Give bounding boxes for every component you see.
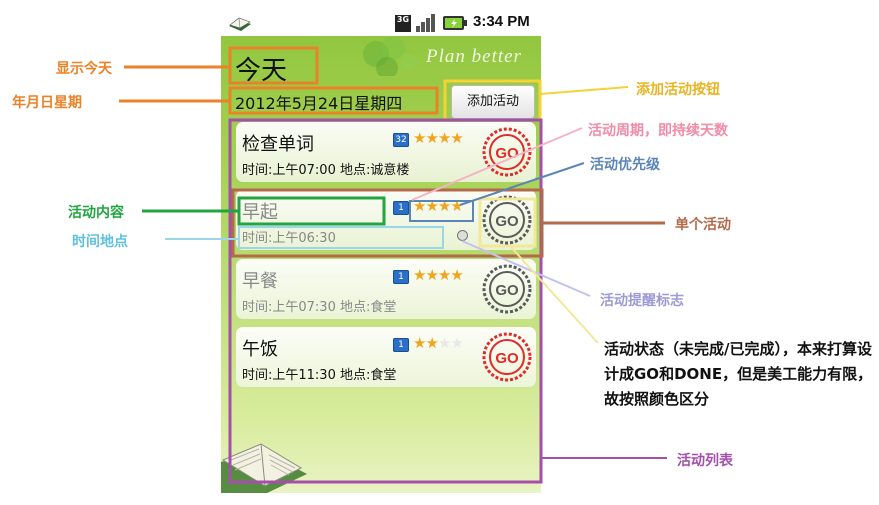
activity-item[interactable]: 午饭 时间:上午11:30 地点:食堂 1 ★★★★ GO <box>236 327 536 387</box>
go-status-stamp[interactable]: GO <box>482 332 532 382</box>
star-filled-icon: ★ <box>413 129 426 147</box>
activity-title: 早餐 <box>242 271 278 292</box>
go-status-stamp[interactable]: GO <box>482 264 532 314</box>
go-status-stamp[interactable]: GO <box>482 195 532 245</box>
battery-icon <box>443 16 467 30</box>
date-label: 2012年5月24日星期四 <box>235 94 403 113</box>
activity-time-location: 时间:上午11:30 地点:食堂 <box>242 368 397 383</box>
status-text: GO <box>495 350 519 367</box>
add-button-highlight-box <box>443 79 542 122</box>
star-filled-icon: ★ <box>425 334 438 352</box>
status-text: GO <box>495 213 519 230</box>
activity-duration-badge: 1 <box>393 338 409 352</box>
star-filled-icon: ★ <box>425 266 438 284</box>
priority-stars: ★★★★ <box>413 129 464 147</box>
priority-stars: ★★★★ <box>413 334 464 352</box>
priority-highlight-box <box>409 200 474 222</box>
label-activity-list: 活动列表 <box>677 453 733 469</box>
activity-title: 午饭 <box>242 339 278 360</box>
activity-item[interactable]: 检查单词 时间:上午07:00 地点:诚意楼 32 ★★★★ GO <box>236 122 536 182</box>
star-filled-icon: ★ <box>450 266 463 284</box>
star-filled-icon: ★ <box>450 129 463 147</box>
content-highlight-box <box>237 196 386 226</box>
label-activity-status: 活动状态（未完成/已完成），本来打算设计成GO和DONE，但是美工能力有限，故按… <box>604 340 873 408</box>
activity-item[interactable]: 早餐 时间:上午07:30 地点:食堂 1 ★★★★ GO <box>236 259 536 319</box>
label-show-today: 显示今天 <box>56 61 112 77</box>
star-empty-icon: ★ <box>437 334 451 352</box>
status-time: 3:34 PM <box>473 13 530 30</box>
today-title: 今天 <box>235 56 288 86</box>
activity-duration-badge: 1 <box>393 270 409 284</box>
activity-title: 检查单词 <box>242 134 314 155</box>
label-activity-priority: 活动优先级 <box>590 157 660 173</box>
time-location-highlight-box <box>238 226 444 249</box>
label-activity-content: 活动内容 <box>68 205 124 221</box>
clover-decoration <box>363 36 417 76</box>
status-highlight-box <box>478 197 537 248</box>
activity-title: 早起 <box>242 202 278 223</box>
signal-icon <box>416 14 435 32</box>
today-highlight-box <box>228 46 319 85</box>
3g-icon: 3G <box>395 15 411 32</box>
activity-time-location: 时间:上午07:00 地点:诚意楼 <box>242 163 410 178</box>
star-filled-icon: ★ <box>413 266 426 284</box>
label-single-activity: 单个活动 <box>675 217 731 233</box>
star-filled-icon: ★ <box>413 334 426 352</box>
activity-time-location: 时间:上午07:30 地点:食堂 <box>242 300 397 315</box>
activity-item[interactable]: 早起 时间:上午06:30 1 ★★★★ GO <box>236 190 536 250</box>
activity-list-highlight-box <box>228 118 543 484</box>
label-time-location: 时间地点 <box>72 234 128 250</box>
activity-duration-badge: 1 <box>393 201 409 215</box>
activity-time-location: 时间:上午06:30 <box>242 231 336 246</box>
star-empty-icon: ★ <box>450 334 463 352</box>
brand-logo: Plan better <box>426 46 522 67</box>
label-activity-period: 活动周期，即持续天数 <box>588 123 728 139</box>
star-filled-icon: ★ <box>437 266 451 284</box>
activity-duration-badge: 32 <box>393 133 409 147</box>
status-text: GO <box>495 282 519 299</box>
date-highlight-box <box>228 86 439 115</box>
priority-stars: ★★★★ <box>413 266 464 284</box>
label-add-activity-button: 添加活动按钮 <box>636 82 720 98</box>
label-ymd-week: 年月日星期 <box>12 95 82 111</box>
star-filled-icon: ★ <box>425 129 438 147</box>
star-filled-icon: ★ <box>437 129 451 147</box>
network-label: 3G <box>396 15 410 24</box>
label-reminder-flag: 活动提醒标志 <box>600 293 684 309</box>
add-activity-button[interactable]: 添加活动 <box>451 85 535 119</box>
status-bar: 3G 3:34 PM <box>221 10 541 36</box>
app-icon <box>229 17 251 31</box>
